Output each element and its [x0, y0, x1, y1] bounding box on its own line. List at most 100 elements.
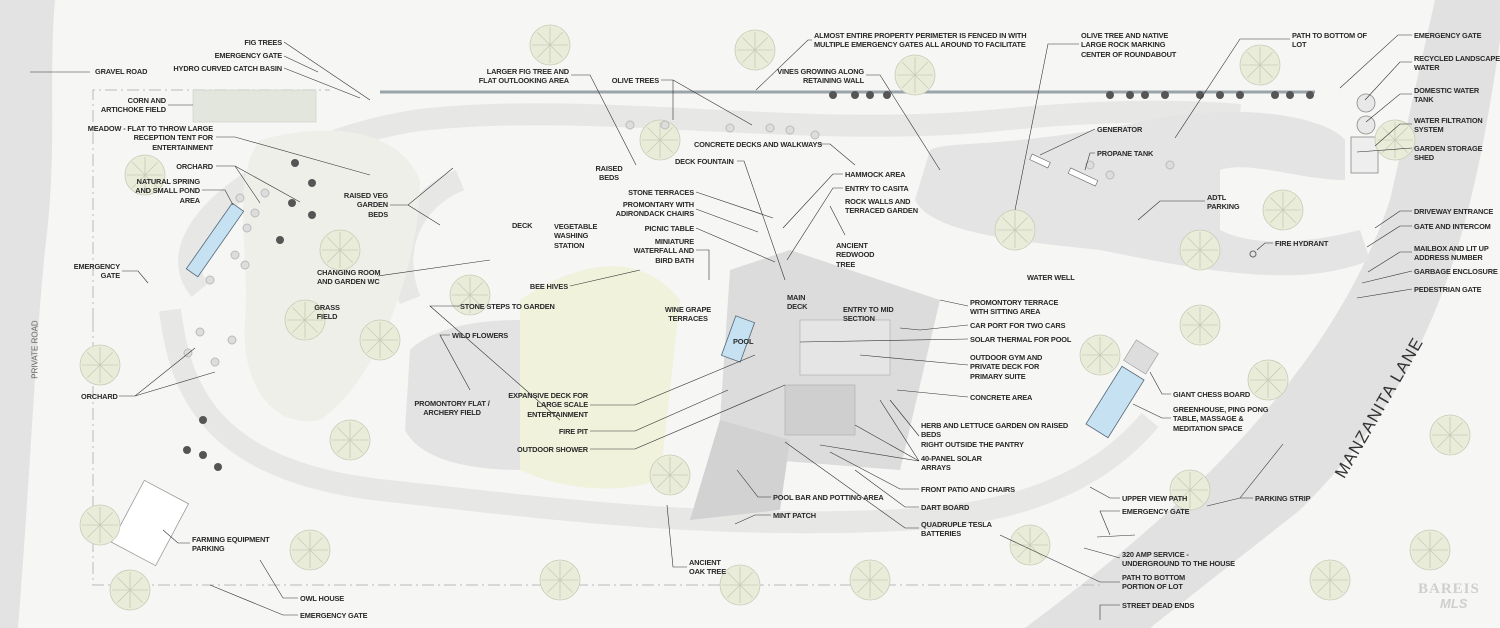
shrub-icon — [829, 91, 837, 99]
label-promontory-terrace: PROMONTORY TERRACE WITH SITTING AREA — [970, 298, 1059, 317]
label-stone-steps: STONE STEPS TO GARDEN — [460, 302, 555, 311]
tree-branch — [326, 249, 341, 264]
pond-shape — [185, 202, 245, 278]
archery-field — [405, 320, 520, 470]
label-archery: PROMONTORY FLAT / ARCHERY FIELD — [414, 399, 490, 418]
tree-branch — [86, 364, 101, 379]
storage-shed — [1350, 136, 1379, 174]
tree-branch — [1199, 311, 1214, 326]
label-front-patio: FRONT PATIO AND CHAIRS — [921, 485, 1015, 494]
label-orchard-s: ORCHARD — [81, 392, 118, 401]
tree-branch — [536, 31, 551, 46]
label-dart-board: DART BOARD — [921, 503, 970, 512]
tree-branch — [659, 126, 674, 141]
shrub-icon — [183, 446, 191, 454]
tree-branch — [559, 566, 574, 581]
label-bee-hives: BEE HIVES — [529, 282, 568, 291]
label-mailbox: MAILBOX AND LIT UP ADDRESS NUMBER — [1414, 244, 1489, 263]
logo-line2: MLS — [1440, 596, 1468, 611]
label-gate-intercom: GATE AND INTERCOM — [1414, 222, 1491, 231]
recycled-water-tank — [1356, 93, 1376, 113]
label-olive-rock: OLIVE TREE AND NATIVE LARGE ROCK MARKING… — [1081, 31, 1177, 59]
tree-branch — [1186, 311, 1201, 326]
label-oak-tree: ANCIENT OAK TREE — [689, 558, 726, 577]
label-raised-beds: RAISED BEDS — [595, 164, 623, 183]
shrub-icon — [308, 211, 316, 219]
tree-branch — [1014, 216, 1029, 231]
tree-branch — [1269, 196, 1284, 211]
shrub-icon — [235, 193, 245, 203]
label-emergency-gate-s: EMERGENCY GATE — [300, 611, 368, 620]
tree-branch — [86, 351, 101, 366]
label-olive-trees: OLIVE TREES — [611, 76, 659, 85]
private-road — [0, 0, 55, 628]
shrub-icon — [1106, 91, 1114, 99]
label-main-deck: MAIN DECK — [787, 293, 808, 312]
label-meadow: MEADOW - FLAT TO THROW LARGE RECEPTION T… — [87, 124, 213, 152]
label-perimeter: ALMOST ENTIRE PROPERTY PERIMETER IS FENC… — [814, 31, 1027, 50]
tree-branch — [1416, 536, 1431, 551]
tree-branch — [559, 579, 574, 594]
tree-branch — [296, 549, 311, 564]
tree-branch — [326, 236, 341, 251]
label-domestic-tank: DOMESTIC WATER TANK — [1414, 86, 1480, 105]
shrub-icon — [810, 130, 820, 140]
tree-branch — [456, 281, 471, 296]
shrub-icon — [1105, 170, 1115, 180]
label-filtration: WATER FILTRATION SYSTEM — [1414, 116, 1483, 135]
tree-branch — [1099, 341, 1114, 356]
corn-field — [192, 89, 317, 123]
shrub-icon — [210, 357, 220, 367]
label-upper-view: UPPER VIEW PATH — [1122, 494, 1188, 503]
shrub-icon — [1216, 91, 1224, 99]
tree-branch — [336, 426, 351, 441]
tree-branch — [349, 426, 364, 441]
label-orchard-n: ORCHARD — [176, 162, 213, 171]
label-garbage: GARBAGE ENCLOSURE — [1414, 267, 1498, 276]
shrub-icon — [308, 179, 316, 187]
tree-branch — [144, 174, 159, 189]
tree-branch — [1267, 366, 1282, 381]
tree-branch — [1099, 354, 1114, 369]
tree-branch — [1186, 324, 1201, 339]
label-driveway-entrance: DRIVEWAY ENTRANCE — [1414, 207, 1494, 216]
label-hammock: HAMMOCK AREA — [845, 170, 906, 179]
label-farming-parking: FARMING EQUIPMENT PARKING — [192, 535, 270, 554]
solar-arrays — [784, 384, 856, 436]
label-raised-veg: RAISED VEG GARDEN BEDS — [343, 191, 388, 219]
label-emergency-gate-w: EMERGENCY GATE — [73, 262, 120, 281]
tree-branch — [726, 571, 741, 586]
shrub-icon — [276, 236, 284, 244]
tree-branch — [1394, 139, 1409, 154]
tree-branch — [1246, 64, 1261, 79]
tree-branch — [1329, 566, 1344, 581]
shrub-icon — [214, 463, 222, 471]
label-veg-washing: VEGETABLE WASHING STATION — [554, 222, 598, 250]
shrub-icon — [291, 159, 299, 167]
tree-branch — [99, 524, 114, 539]
tree-branch — [1259, 51, 1274, 66]
greenhouse-shape — [1085, 365, 1145, 439]
label-fire-hydrant: FIRE HYDRANT — [1275, 239, 1329, 248]
shrub-icon — [1161, 91, 1169, 99]
label-wild-flowers: WILD FLOWERS — [452, 331, 509, 340]
tree-branch — [99, 351, 114, 366]
label-concrete-area: CONCRETE AREA — [970, 393, 1033, 402]
label-grass-field: GRASS FIELD — [314, 303, 340, 322]
label-street-dead-ends: STREET DEAD ENDS — [1122, 601, 1195, 610]
tree-branch — [1029, 531, 1044, 546]
label-outdoor-shower: OUTDOOR SHOWER — [517, 445, 588, 454]
label-gravel-road: GRAVEL ROAD — [95, 67, 148, 76]
tree-branch — [1329, 579, 1344, 594]
fire-hydrant-mark — [1249, 250, 1257, 258]
shrub-icon — [260, 188, 270, 198]
tree-branch — [726, 584, 741, 599]
label-chess: GIANT CHESS BOARD — [1173, 390, 1251, 399]
label-path-bottom-portion: PATH TO BOTTOM PORTION OF LOT — [1122, 573, 1186, 592]
shrub-icon — [1286, 91, 1294, 99]
domestic-water-tank — [1356, 115, 1376, 135]
tree-branch — [669, 461, 684, 476]
tree-branch — [469, 294, 484, 309]
manzanita-lane — [1025, 0, 1500, 628]
